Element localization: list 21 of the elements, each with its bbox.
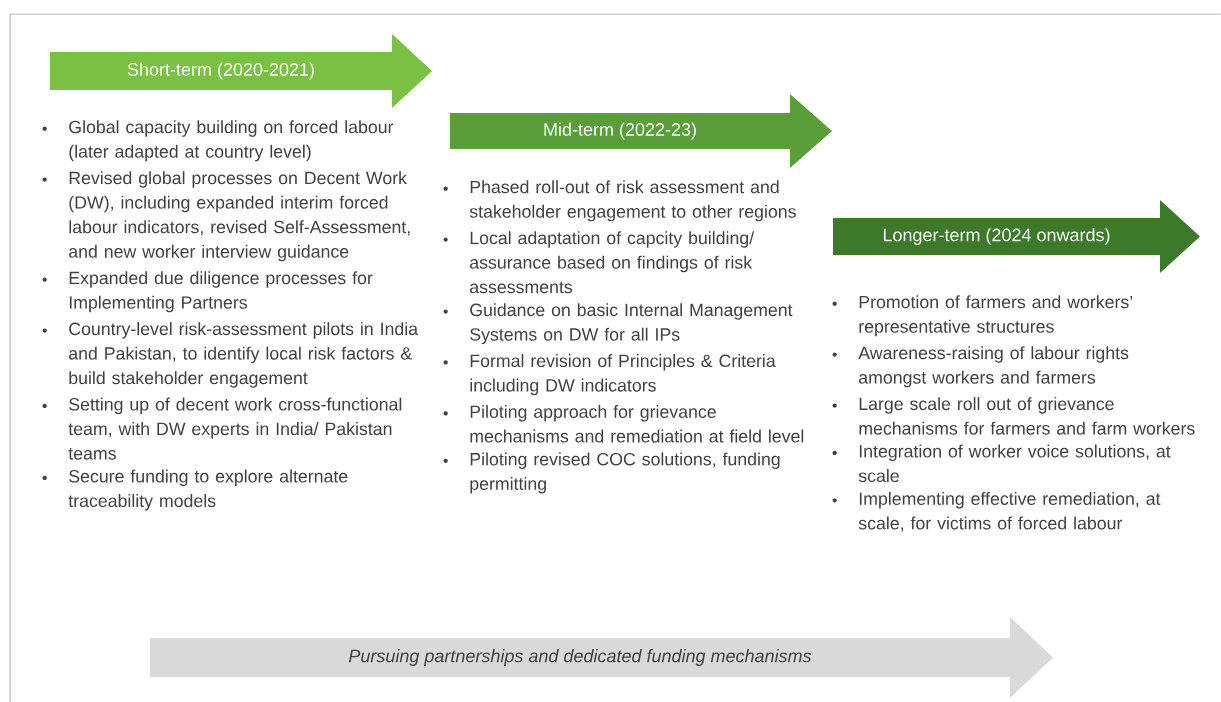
- bullet-item: Piloting approach for grievance mechanisms and remediation at field level: [443, 405, 804, 443]
- bullet-item: Setting up of decent work cross-functional team, with DW experts in India/ Pakistan teams: [42, 397, 402, 460]
- arrow-band: Pursuing partnerships and dedicated funding mechanisms: [150, 617, 1053, 698]
- bullet-item: Piloting revised COC solutions, funding permitting: [443, 452, 780, 494]
- bullet-item: Promotion of farmers and workers’ representative structures: [832, 295, 1133, 337]
- arrow-band: Longer-term (2024 onwards): [833, 200, 1200, 273]
- bullet-item: Phased roll-out of risk assessment and stakeholder engagement to other regions: [443, 180, 796, 222]
- bullet-item: Global capacity building on forced labour (later adapted at country level): [42, 120, 394, 162]
- bullet-item: Local adaptation of capcity building/ assurance based on findings of risk assessments: [443, 231, 755, 294]
- bullet-item: Integration of worker voice solutions, at scale: [832, 444, 1171, 483]
- bullet-item: Secure funding to explore alternate traceability models: [42, 469, 348, 511]
- bullet-item: Country-level risk-assessment pilots in India and Pakistan, to identify local risk factors & build stakeholder engagement: [42, 322, 419, 388]
- bullet-item: Formal revision of Principles & Criteria including DW indicators: [443, 354, 776, 396]
- arrow-band: Mid-term (2022-23): [450, 94, 832, 168]
- bullet-item: Implementing effective remediation, at scale, for victims of forced labour: [832, 492, 1161, 532]
- bullet-item: Revised global processes on Decent Work (DW), including expanded interim forced labour indicators, revised Self-Assessment, and new worker interview guidance: [42, 171, 410, 262]
- bullet-item: Large scale roll out of grievance mechanisms for farmers and farm workers: [832, 397, 1195, 435]
- bullet-item: Expanded due diligence processes for Implementing Partners: [42, 271, 373, 313]
- bullet-item: Guidance on basic Internal Management Systems on DW for all IPs: [443, 303, 793, 345]
- arrow-band: Short-term (2020-2021): [50, 34, 432, 108]
- bullet-item: Awareness-raising of labour rights amongst workers and farmers: [832, 346, 1129, 388]
